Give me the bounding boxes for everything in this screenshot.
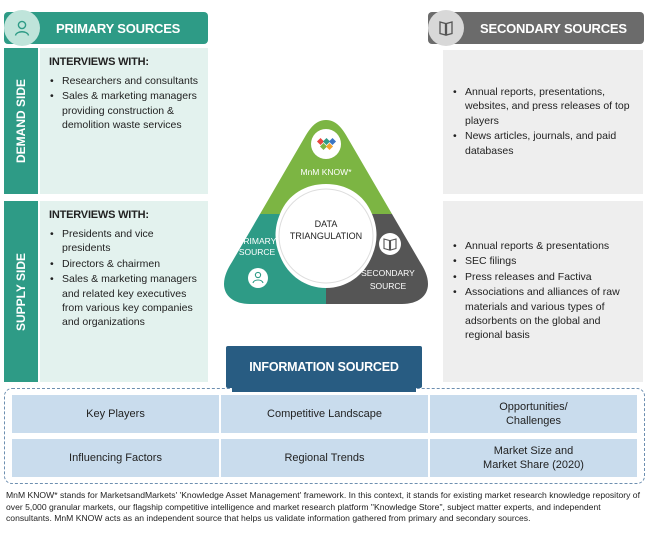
list-item: News articles, journals, and paid databa… xyxy=(443,129,643,158)
demand-side-list: Researchers and consultants Sales & mark… xyxy=(40,74,208,133)
demand-side-heading: INTERVIEWS WITH: xyxy=(49,56,149,68)
secondary-bottom-list: Annual reports & presentations SEC filin… xyxy=(443,201,643,343)
info-cell-opportunities: Opportunities/Challenges xyxy=(430,395,637,433)
mnm-know-segment xyxy=(260,120,392,214)
list-item: Presidents and vice presidents xyxy=(40,227,208,256)
supply-side-label: SUPPLY SIDE xyxy=(4,201,38,382)
secondary-bottom-panel: Annual reports & presentations SEC filin… xyxy=(443,201,643,382)
secondary-sources-header: SECONDARY SOURCES xyxy=(428,10,644,46)
primary-sources-header: PRIMARY SOURCES xyxy=(4,10,208,46)
info-cell-influencing-factors: Influencing Factors xyxy=(12,439,219,477)
primary-sources-title: PRIMARY SOURCES xyxy=(56,20,181,36)
list-item: Annual reports, presentations, websites,… xyxy=(443,85,643,128)
mnm-know-label: MnM KNOW* xyxy=(301,167,353,177)
list-item: SEC filings xyxy=(443,254,643,269)
primary-label-line1: PRIMARY xyxy=(238,236,277,246)
center-label-line2: TRIANGULATION xyxy=(290,231,362,241)
demand-side-panel: INTERVIEWS WITH: Researchers and consult… xyxy=(40,48,208,194)
secondary-top-panel: Annual reports, presentations, websites,… xyxy=(443,50,643,194)
info-cell-regional-trends: Regional Trends xyxy=(221,439,428,477)
supply-side-heading: INTERVIEWS WITH: xyxy=(49,209,149,221)
list-item: Annual reports & presentations xyxy=(443,239,643,254)
person-icon xyxy=(4,10,40,46)
secondary-source-segment xyxy=(326,214,428,304)
primary-label-line2: SOURCE xyxy=(239,247,276,257)
list-item: Sales & marketing managers providing con… xyxy=(40,89,208,132)
list-item: Press releases and Factiva xyxy=(443,270,643,285)
list-item: Sales & marketing managers and related k… xyxy=(40,272,208,330)
info-cell-key-players: Key Players xyxy=(12,395,219,433)
secondary-top-list: Annual reports, presentations, websites,… xyxy=(443,50,643,158)
list-item: Researchers and consultants xyxy=(40,74,208,89)
footnote: MnM KNOW* stands for MarketsandMarkets' … xyxy=(6,490,640,523)
demand-side-label: DEMAND SIDE xyxy=(4,48,38,194)
list-item: Associations and alliances of raw materi… xyxy=(443,285,643,343)
secondary-label-line1: SECONDARY xyxy=(361,268,415,278)
book-icon xyxy=(428,10,464,46)
information-sourced-title: INFORMATION SOURCED xyxy=(226,346,422,392)
info-cell-competitive-landscape: Competitive Landscape xyxy=(221,395,428,433)
secondary-label-line2: SOURCE xyxy=(370,281,407,291)
supply-side-panel: INTERVIEWS WITH: Presidents and vice pre… xyxy=(40,201,208,382)
list-item: Directors & chairmen xyxy=(40,257,208,272)
mnm-diamond-icon xyxy=(316,137,337,151)
center-label-line1: DATA xyxy=(315,219,338,229)
data-triangulation-diagram: MnM KNOW* DATA TRIANGULATION PRIMARY SOU… xyxy=(224,120,428,304)
supply-side-list: Presidents and vice presidents Directors… xyxy=(40,227,208,330)
secondary-sources-title: SECONDARY SOURCES xyxy=(480,20,627,36)
